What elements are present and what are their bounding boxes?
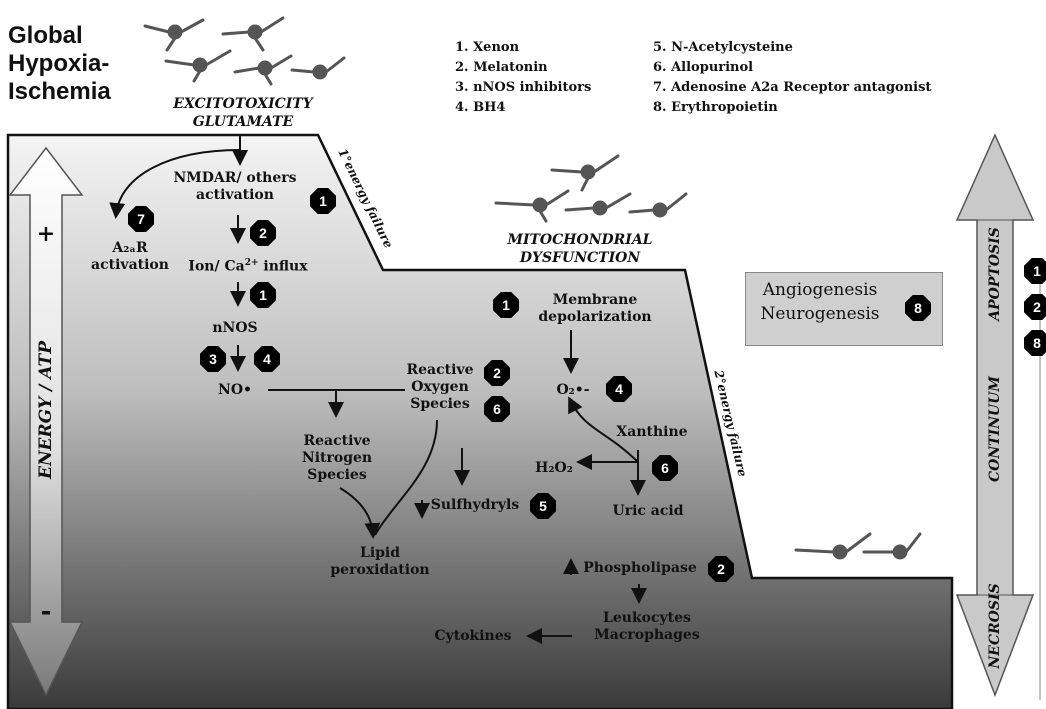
badge-melatonin-phospholipase: 2 <box>708 556 734 582</box>
neuron-cluster-mid <box>496 156 686 221</box>
rns-line-1: Reactive <box>292 433 382 450</box>
leuko-line-2: Macrophages <box>592 627 702 644</box>
legend-item: 2. Melatonin <box>455 58 591 78</box>
nmdar-line-1: NMDAR/ others <box>170 170 300 187</box>
a2ar-line-2: activation <box>90 257 170 274</box>
ion-influx-text: influx <box>259 259 308 275</box>
dysfunction-label: DYSFUNCTION <box>500 250 660 267</box>
legend-item: 3. nNOS inhibitors <box>455 78 591 98</box>
a2ar-line-1: A₂ₐR <box>90 240 170 257</box>
rns-line-3: Species <box>292 467 382 484</box>
legend-item: 6. Allopurinol <box>653 58 931 78</box>
leukocytes-node: Leukocytes Macrophages <box>592 610 702 644</box>
glutamate-label: GLUTAMATE <box>158 114 328 131</box>
badge-acetylcysteine: 5 <box>530 493 556 519</box>
neuron-cluster-top <box>145 18 344 84</box>
title-line-3: Ischemia <box>8 78 111 106</box>
superoxide-node: O₂•- <box>548 382 598 399</box>
energy-atp-label: ENERGY / ATP <box>36 330 56 490</box>
ion-text: Ion/ Ca <box>188 259 244 275</box>
page-title: Global Hypoxia- Ischemia <box>8 22 111 106</box>
plus-sign: + <box>34 226 58 243</box>
ros-line-3: Species <box>400 396 480 413</box>
membrane-node: Membrane depolarization <box>530 292 660 326</box>
neurogenesis-line: Neurogenesis <box>755 302 885 326</box>
lipid-line-2: peroxidation <box>325 562 435 579</box>
minus-sign: - <box>34 604 58 621</box>
membrane-line-1: Membrane <box>530 292 660 309</box>
continuum-label: CONTINUUM <box>987 382 1003 482</box>
excitotoxicity-label: EXCITOTOXICITY <box>158 96 328 113</box>
ion-superscript: 2+ <box>245 258 259 268</box>
badge-allopurinol-xanthine: 6 <box>652 455 678 481</box>
legend-item: 7. Adenosine A2a Receptor antagonist <box>653 78 931 98</box>
nnos-node: nNOS <box>205 320 265 337</box>
apoptosis-label: APOPTOSIS <box>987 224 1003 324</box>
rns-line-2: Nitrogen <box>292 450 382 467</box>
xanthine-node: Xanthine <box>612 424 692 441</box>
h2o2-node: H₂O₂ <box>528 460 580 477</box>
membrane-line-2: depolarization <box>530 309 660 326</box>
badge-erythropoietin-box: 8 <box>905 295 931 321</box>
angiogenesis-text: Angiogenesis Neurogenesis <box>755 278 885 326</box>
legend-item: 4. BH4 <box>455 98 591 118</box>
legend-item: 5. N-Acetylcysteine <box>653 38 931 58</box>
sulfhydryls-node: Sulfhydryls <box>425 497 525 514</box>
leuko-line-1: Leukocytes <box>592 610 702 627</box>
ros-line-1: Reactive <box>400 362 480 379</box>
cytokines-node: Cytokines <box>428 628 518 645</box>
ion-influx-node: Ion/ Ca2+ influx <box>178 255 318 276</box>
rns-node: Reactive Nitrogen Species <box>292 433 382 484</box>
title-line-2: Hypoxia- <box>8 50 111 78</box>
ros-node: Reactive Oxygen Species <box>400 362 480 413</box>
badge-bh4-superoxide: 4 <box>606 376 632 402</box>
neuron-cluster-right <box>796 534 920 558</box>
necrosis-label: NECROSIS <box>987 576 1003 676</box>
legend-item: 1. Xenon <box>455 38 591 58</box>
ros-line-2: Oxygen <box>400 379 480 396</box>
lipid-line-1: Lipid <box>325 545 435 562</box>
phospholipase-node: Phospholipase <box>575 560 705 577</box>
uric-acid-node: Uric acid <box>608 503 688 520</box>
a2ar-node: A₂ₐR activation <box>90 240 170 274</box>
angiogenesis-line: Angiogenesis <box>755 278 885 302</box>
title-line-1: Global <box>8 22 111 50</box>
nmdar-node: NMDAR/ others activation <box>170 170 300 204</box>
legend-item: 8. Erythropoietin <box>653 98 931 118</box>
lipid-peroxidation-node: Lipid peroxidation <box>325 545 435 579</box>
no-node: NO• <box>210 382 260 399</box>
legend-column-left: 1. Xenon 2. Melatonin 3. nNOS inhibitors… <box>455 38 591 118</box>
legend-column-right: 5. N-Acetylcysteine 6. Allopurinol 7. Ad… <box>653 38 931 118</box>
mitochondrial-label: MITOCHONDRIAL <box>500 232 660 249</box>
nmdar-line-2: activation <box>170 187 300 204</box>
